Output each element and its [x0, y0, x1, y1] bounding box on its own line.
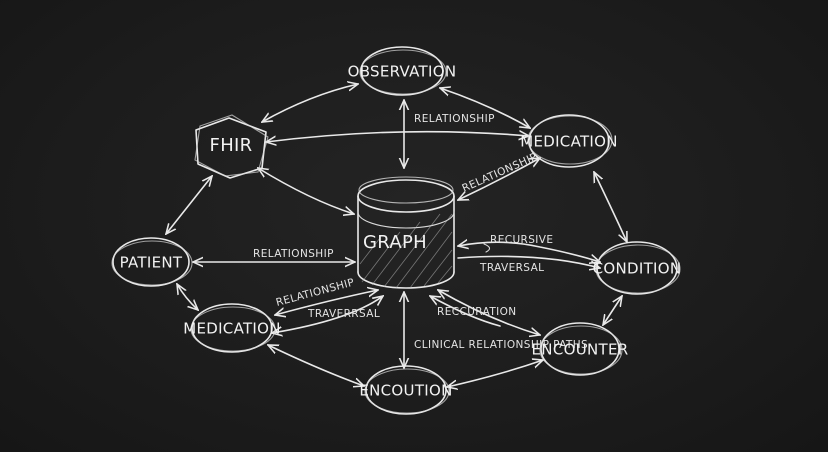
edge-graph-encounter-reccuration [430, 296, 501, 327]
edge-graph-medication [458, 158, 540, 200]
edge-recursive-loop [483, 243, 491, 253]
edge-fhir-graph [258, 168, 354, 214]
label-obs-med-relationship: RELATIONSHIP [414, 113, 495, 125]
node-fhir: FHIR [194, 114, 269, 179]
node-encoution: ENCOUTION [359, 365, 452, 415]
node-encoution-label: ENCOUTION [359, 382, 452, 400]
edge-graph-encounter [438, 290, 540, 335]
edge-fhir-medication [266, 132, 529, 142]
node-encounter-label: ENCOUNTER [532, 341, 629, 359]
node-patient-label: PATIENT [120, 254, 183, 272]
node-observation: OBSERVATION [348, 46, 457, 96]
edge-graph-condition-traversal [457, 255, 600, 268]
node-fhir-label: FHIR [210, 135, 253, 156]
node-patient: PATIENT [111, 237, 193, 287]
edge-condition-encounter [603, 296, 622, 325]
edge-encoution-encounter [447, 360, 543, 387]
edge-observation-medication [440, 88, 530, 128]
edges [166, 84, 627, 387]
label-traversal-right: TRAVERSAL [479, 262, 544, 274]
label-graph-med-relationship: RELATIONSHIP [460, 151, 539, 195]
edge-patient-medication [177, 284, 198, 310]
edge-medication-encoution [268, 345, 364, 386]
node-medication-top: MEDICATION [520, 114, 618, 168]
node-graph-label: GRAPH [363, 232, 427, 253]
label-reccuration: RECCURATION [437, 306, 517, 318]
graph-hatching [359, 213, 453, 289]
node-condition-label: CONDITION [593, 260, 682, 278]
label-recursive: RECURSIVE [490, 234, 553, 246]
node-medication-bottom-label: MEDICATION [183, 320, 281, 338]
label-clinical-paths: CLINICAL RELATIONSHIP PATHS [414, 339, 588, 351]
node-medication-top-label: MEDICATION [520, 133, 618, 151]
edge-fhir-observation [262, 84, 358, 122]
node-encounter: ENCOUNTER [532, 322, 629, 376]
edge-fhir-patient [166, 176, 212, 234]
edge-graph-medication-bottom-traversal [272, 296, 383, 333]
edge-medication-condition [594, 172, 627, 242]
node-graph: GRAPH [357, 176, 455, 289]
node-observation-label: OBSERVATION [348, 63, 457, 81]
node-medication-bottom: MEDICATION [183, 303, 281, 353]
node-condition: CONDITION [593, 241, 682, 295]
label-patient-graph-relationship: RELATIONSHIP [253, 248, 334, 260]
label-traversal-left: TRAVERRSAL [307, 308, 380, 320]
edge-graph-condition-recursive [458, 242, 600, 262]
